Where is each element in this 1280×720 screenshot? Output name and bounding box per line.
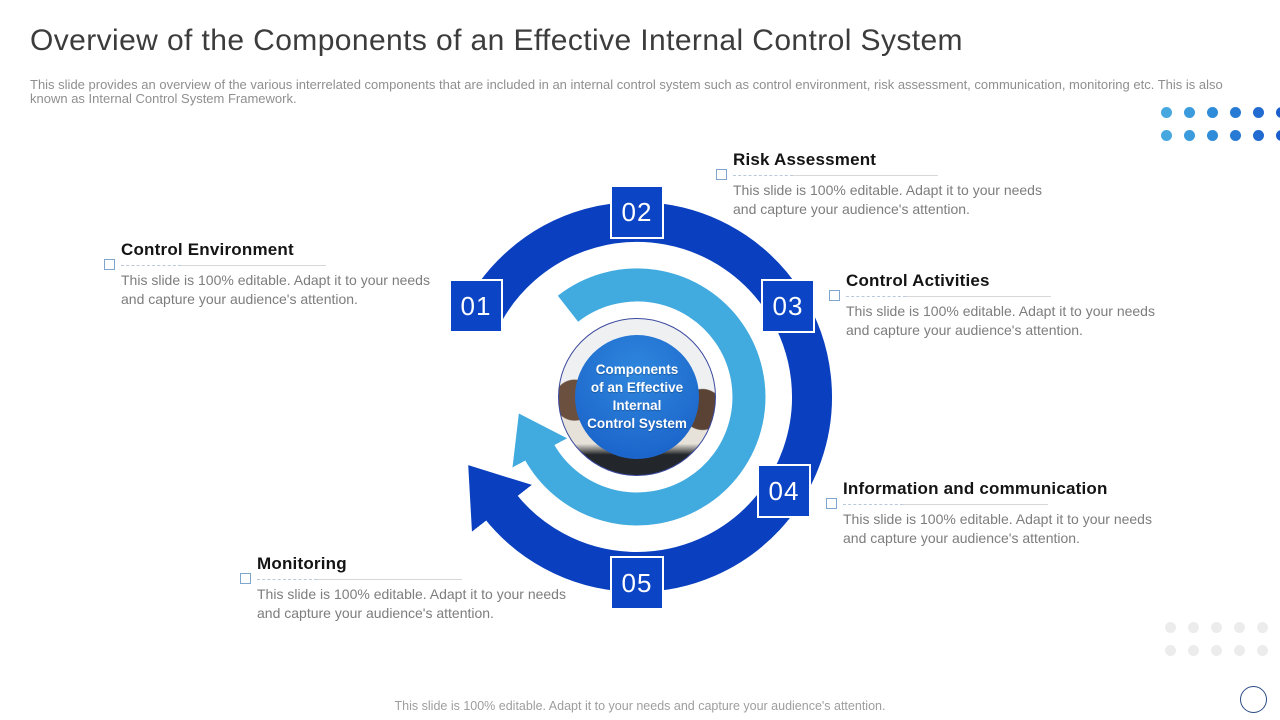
section-title: Monitoring xyxy=(257,554,347,573)
page-subtitle: This slide provides an overview of the v… xyxy=(30,77,1223,106)
step-box-03: 03 xyxy=(761,279,815,333)
step-box-01: 01 xyxy=(449,279,503,333)
square-bullet-icon xyxy=(104,259,115,270)
section-risk-assessment: Risk Assessment This slide is 100% edita… xyxy=(716,150,1063,219)
step-box-04: 04 xyxy=(757,464,811,518)
section-title: Control Activities xyxy=(846,271,990,290)
footer-note: This slide is 100% editable. Adapt it to… xyxy=(394,699,886,713)
square-bullet-icon xyxy=(240,573,251,584)
square-bullet-icon xyxy=(826,498,837,509)
dot-grid-top-right-icon xyxy=(1161,107,1280,153)
section-control-environment: Control Environment This slide is 100% e… xyxy=(104,240,451,309)
section-underline xyxy=(240,573,462,584)
dot-grid-bottom-right-icon xyxy=(1165,622,1268,668)
page-title: Overview of the Components of an Effecti… xyxy=(30,24,963,57)
section-underline xyxy=(826,498,1048,509)
center-label-circle: Components of an Effective Internal Cont… xyxy=(575,335,699,459)
section-underline xyxy=(829,290,1051,301)
section-information-communication: Information and communication This slide… xyxy=(826,479,1173,548)
step-box-05: 05 xyxy=(610,556,664,610)
section-body: This slide is 100% editable. Adapt it to… xyxy=(257,586,566,621)
section-underline xyxy=(104,259,326,270)
section-body: This slide is 100% editable. Adapt it to… xyxy=(846,303,1155,338)
section-title: Information and communication xyxy=(843,479,1108,498)
section-body: This slide is 100% editable. Adapt it to… xyxy=(843,511,1152,546)
step-box-02: 02 xyxy=(610,185,664,239)
section-underline xyxy=(716,169,938,180)
section-title: Risk Assessment xyxy=(733,150,877,169)
corner-circle-icon xyxy=(1240,686,1267,713)
section-body: This slide is 100% editable. Adapt it to… xyxy=(121,272,430,307)
section-control-activities: Control Activities This slide is 100% ed… xyxy=(829,271,1176,340)
section-title: Control Environment xyxy=(121,240,294,259)
square-bullet-icon xyxy=(829,290,840,301)
square-bullet-icon xyxy=(716,169,727,180)
center-label: Components of an Effective Internal Cont… xyxy=(587,362,687,431)
section-monitoring: Monitoring This slide is 100% editable. … xyxy=(240,554,587,623)
section-body: This slide is 100% editable. Adapt it to… xyxy=(733,182,1042,217)
